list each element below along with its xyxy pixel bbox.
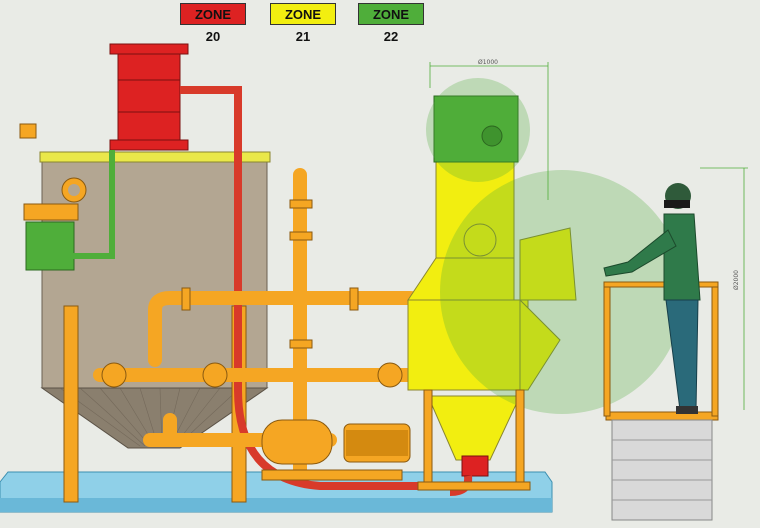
zone22-sphere-top [426,78,530,182]
process-pipe [180,86,460,490]
hopper-frame [417,389,531,491]
width-dimension-label: Ø1000 [478,59,498,66]
top-motor-unit [433,95,519,163]
operator-platform [603,281,719,521]
yellow-hopper [407,159,577,461]
pump-assembly [261,419,411,481]
left-side-unit [19,123,79,271]
height-dimension-label: Ø2000 [733,270,740,290]
green-pipe [70,150,115,259]
operator-figure [603,183,701,414]
zone-22-badge: ZONE 22 [358,3,424,44]
dimension-lines [429,62,748,410]
zone22-sphere-main [440,170,684,414]
zone-21-badge: ZONE 21 [270,3,336,44]
red-filter-unit [109,43,189,151]
zone-20-badge: ZONE 20 [180,3,246,44]
